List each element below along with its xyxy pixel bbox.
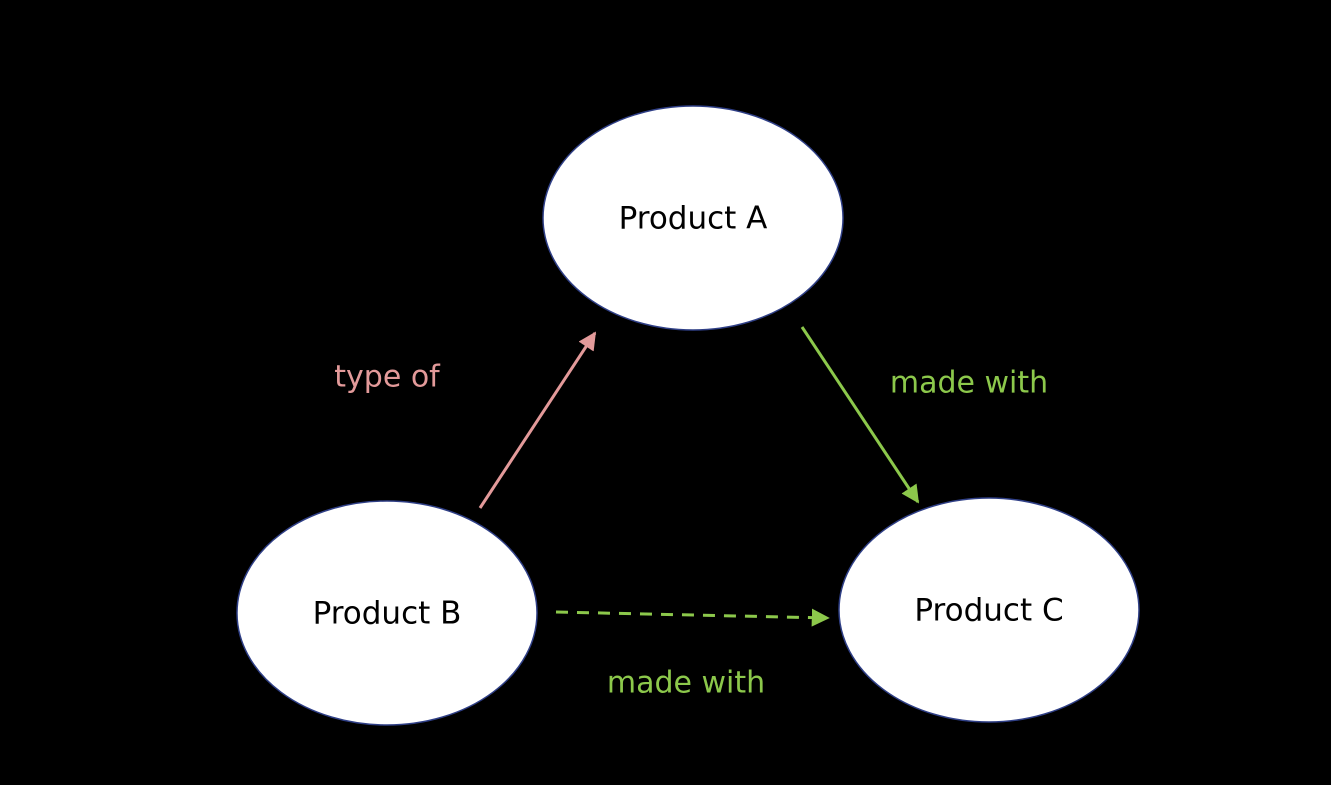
node-product-c-shape	[838, 497, 1140, 723]
edge-type-of-arrow	[478, 331, 597, 509]
edge-made-with-label: made with	[890, 366, 1048, 401]
node-product-b[interactable]: Product B	[236, 500, 538, 726]
edge-made-with-dashed-label: made with	[607, 666, 765, 701]
edge-made-with-arrow	[800, 326, 920, 504]
node-product-a[interactable]: Product A	[542, 105, 844, 331]
node-product-b-label: Product B	[313, 596, 462, 632]
edge-made-with-dashed-arrow	[555, 608, 830, 627]
node-product-a-shape	[542, 105, 844, 331]
node-product-c-label: Product C	[914, 593, 1063, 629]
node-product-a-label: Product A	[619, 201, 768, 237]
node-product-b-shape	[236, 500, 538, 726]
edge-type-of-label: type of	[334, 360, 441, 395]
node-product-c[interactable]: Product C	[838, 497, 1140, 723]
